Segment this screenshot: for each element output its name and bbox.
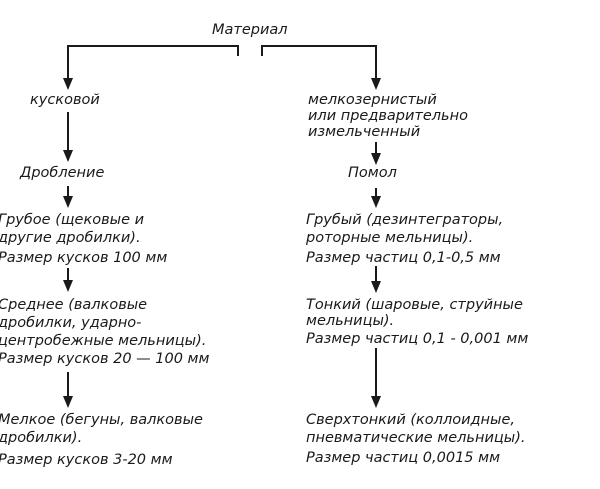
arrowhead-right-4	[371, 396, 381, 408]
step-text-line: мельницы).	[306, 313, 395, 329]
step-text-line: Грубое (щековые и	[0, 212, 145, 228]
step-text-line: роторные мельницы).	[306, 230, 474, 246]
arrowhead-right-branch	[371, 78, 381, 90]
arrowhead-left-branch	[63, 78, 73, 90]
arrowhead-left-3	[63, 280, 73, 292]
step-text-line: Тонкий (шаровые, струйные	[306, 297, 523, 313]
step-text-line: дробилки, ударно-	[0, 315, 142, 331]
right-branch-line: или предварительно	[308, 108, 468, 124]
step-size-line: Размер частиц 0,1-0,5 мм	[306, 250, 501, 266]
step-size-line: Размер кусков 3-20 мм	[0, 452, 173, 468]
right-branch-line: измельченный	[308, 124, 421, 140]
step-text-line: дробилки).	[0, 430, 83, 446]
left-branch-label: кусковой	[30, 92, 100, 108]
root-split-line-right	[261, 45, 377, 78]
step-text-line: центробежные мельницы).	[0, 333, 207, 349]
step-size-line: Размер кусков 100 мм	[0, 250, 168, 266]
step-size-line: Размер частиц 0,1 - 0,001 мм	[306, 331, 529, 347]
arrowhead-left-2	[63, 196, 73, 208]
step-text-line: другие дробилки).	[0, 230, 141, 246]
right-process-label: Помол	[348, 165, 397, 181]
step-size-line: Размер частиц 0,0015 мм	[306, 450, 501, 466]
root-split-line	[67, 45, 239, 78]
root-label: Материал	[212, 22, 288, 38]
arrowhead-right-2	[371, 196, 381, 208]
step-text-line: Сверхтонкий (коллоидные,	[306, 412, 515, 428]
step-text-line: Мелкое (бегуны, валковые	[0, 412, 203, 428]
arrowhead-right-3	[371, 281, 381, 293]
step-text-line: пневматические мельницы).	[306, 430, 526, 446]
step-text-line: Среднее (валковые	[0, 297, 148, 313]
right-branch-line: мелкозернистый	[308, 92, 437, 108]
left-process-label: Дробление	[20, 165, 105, 181]
arrowhead-left-1	[63, 150, 73, 162]
step-text-line: Грубый (дезинтеграторы,	[306, 212, 504, 228]
arrowhead-right-1	[371, 153, 381, 165]
step-size-line: Размер кусков 20 — 100 мм	[0, 351, 210, 367]
arrowhead-left-4	[63, 396, 73, 408]
